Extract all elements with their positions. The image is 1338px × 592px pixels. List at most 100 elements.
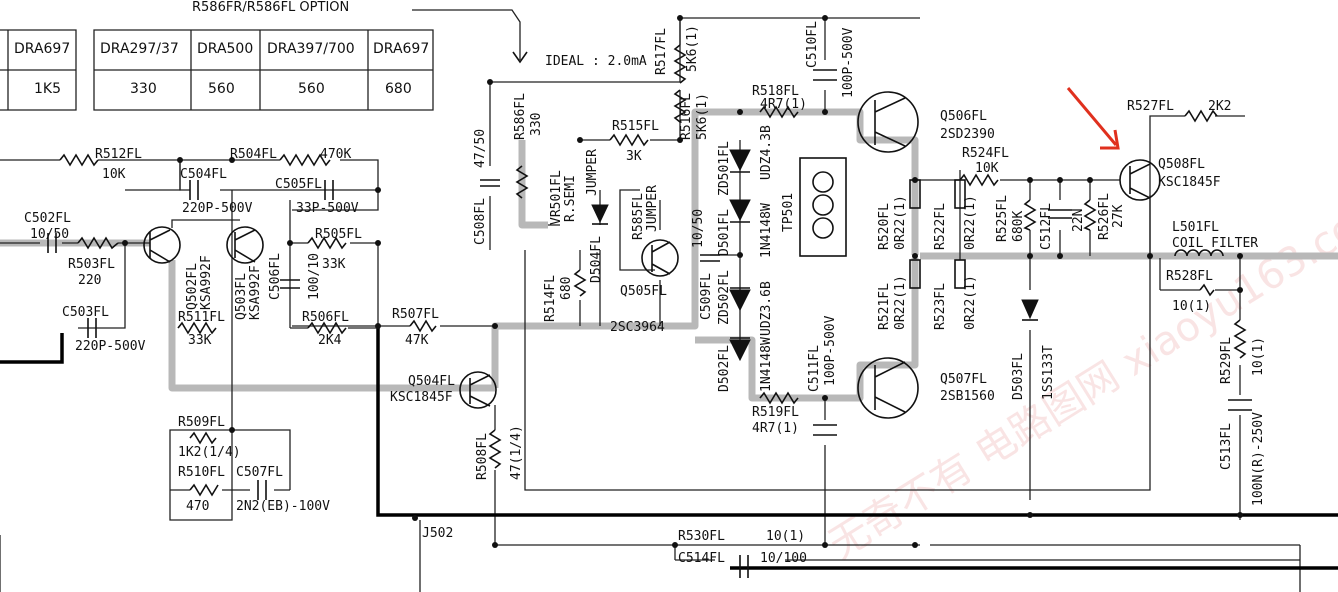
label-c513-val: 100N(R)-250V bbox=[1251, 412, 1266, 506]
label-r517-ref: R517FL bbox=[654, 28, 669, 75]
label-q506-val: 2SD2390 bbox=[940, 127, 995, 142]
label-r519-val: 4R7(1) bbox=[752, 421, 799, 436]
label-zd502-ref: ZD502FL bbox=[717, 270, 732, 325]
label-q505-val: 2SC3964 bbox=[610, 320, 665, 335]
label-r520-ref: R520FL bbox=[877, 203, 892, 250]
table-right-header-2: DRA500 bbox=[197, 41, 253, 57]
label-r504-ref: R504FL bbox=[230, 147, 277, 162]
label-c503-val: 220P-500V bbox=[75, 339, 146, 354]
table-right-value-1: 330 bbox=[130, 81, 157, 97]
label-c504-val: 220P-500V bbox=[182, 201, 253, 216]
label-d503-val: 1SS133T bbox=[1041, 345, 1056, 400]
table-right-value-3: 560 bbox=[298, 81, 325, 97]
label-zd501-ref: ZD501FL bbox=[717, 141, 732, 196]
label-r509-val: 1K2(1/4) bbox=[178, 445, 241, 460]
label-r586-val: 330 bbox=[529, 113, 544, 136]
label-c513-ref: C513FL bbox=[1219, 423, 1234, 470]
table-right-header-4: DRA697 bbox=[373, 41, 429, 57]
junctions bbox=[122, 15, 1243, 548]
table-right-value-4: 680 bbox=[385, 81, 412, 97]
label-r523-val: 0R22(1) bbox=[963, 275, 978, 330]
label-r503-ref: R503FL bbox=[68, 257, 115, 272]
label-r526-ref: R526FL bbox=[1097, 193, 1112, 240]
label-r529-val: 10(1) bbox=[1251, 337, 1266, 376]
label-d502-ref: D502FL bbox=[717, 345, 732, 392]
table-right-value-2: 560 bbox=[208, 81, 235, 97]
label-r522-val: 0R22(1) bbox=[963, 195, 978, 250]
label-r527-val: 2K2 bbox=[1208, 99, 1231, 114]
label-r512-ref: R512FL bbox=[95, 147, 142, 162]
label-q507-val: 2SB1560 bbox=[940, 389, 995, 404]
label-vr501-ref: VR501FL bbox=[549, 170, 564, 225]
label-q508-val: KSC1845F bbox=[1158, 175, 1221, 190]
label-r504-val: 470K bbox=[320, 147, 351, 162]
label-c514-ref: C514FL bbox=[678, 551, 725, 566]
label-q504-ref: Q504FL bbox=[408, 374, 455, 389]
label-r520-val: 0R22(1) bbox=[893, 195, 908, 250]
label-d501-ref: D501FL bbox=[717, 209, 732, 256]
label-r514-ref: R514FL bbox=[543, 275, 558, 322]
label-r510-val: 470 bbox=[186, 499, 209, 514]
label-d504-ref: D504FL bbox=[589, 236, 604, 283]
label-r528-val: 10(1) bbox=[1172, 299, 1211, 314]
label-q502-val: KSA992F bbox=[199, 255, 214, 310]
table-right-header-1: DRA297/37 bbox=[100, 41, 179, 57]
label-c510-val: 100P-500V bbox=[841, 27, 856, 98]
label-q506-ref: Q506FL bbox=[940, 109, 987, 124]
label-r506-ref: R506FL bbox=[302, 310, 349, 325]
label-c508-val: 47/50 bbox=[473, 129, 488, 168]
label-r530-ref: R530FL bbox=[678, 529, 725, 544]
label-l501-val: COIL FILTER bbox=[1172, 236, 1258, 251]
label-r517-val: 5K6(1) bbox=[685, 25, 700, 72]
label-r510-ref: R510FL bbox=[178, 465, 225, 480]
label-c510-ref: C510FL bbox=[805, 21, 820, 68]
label-r516-val: 5K6(1) bbox=[695, 93, 710, 140]
label-r515-val: 3K bbox=[626, 149, 642, 164]
label-c511-ref: C511FL bbox=[807, 345, 822, 392]
label-r508-val: 47(1/4) bbox=[509, 425, 524, 480]
label-r586-ref: R586FL bbox=[513, 93, 528, 140]
label-c507-val: 2N2(EB)-100V bbox=[236, 499, 330, 514]
label-c506-ref: C506FL bbox=[268, 253, 283, 300]
label-r511-val: 33K bbox=[188, 333, 212, 348]
label-r524-val: 10K bbox=[975, 161, 999, 176]
label-r503-val: 220 bbox=[78, 273, 101, 288]
label-r507-val: 47K bbox=[405, 333, 429, 348]
table-right-header-3: DRA397/700 bbox=[267, 41, 355, 57]
label-r505-val: 33K bbox=[322, 257, 346, 272]
label-c504-ref: C504FL bbox=[180, 167, 227, 182]
label-q502-ref: Q502FL bbox=[185, 263, 200, 310]
label-c509-val: 10/50 bbox=[691, 209, 706, 248]
label-r523-ref: R523FL bbox=[933, 283, 948, 330]
label-j502: J502 bbox=[422, 526, 453, 541]
option-table-left: DRA697 1K5 bbox=[0, 29, 77, 111]
resistors bbox=[59, 44, 1247, 497]
coil-l501 bbox=[1174, 249, 1224, 257]
label-r527-ref: R527FL bbox=[1127, 99, 1174, 114]
label-r521-val: 0R22(1) bbox=[893, 275, 908, 330]
label-c503-ref: C503FL bbox=[62, 305, 109, 320]
label-r518-val: 4R7(1) bbox=[760, 97, 807, 112]
label-c512-val: 22N bbox=[1071, 209, 1086, 232]
label-r507-ref: R507FL bbox=[392, 307, 439, 322]
label-r519-ref: R519FL bbox=[752, 405, 799, 420]
label-q503-val: KSA992F bbox=[248, 265, 263, 320]
label-l501-ref: L501FL bbox=[1172, 220, 1219, 235]
label-c505-val: 33P-500V bbox=[296, 201, 359, 216]
table-left-value: 1K5 bbox=[34, 81, 61, 97]
label-r514-val: 680 bbox=[559, 277, 574, 300]
label-r528-ref: R528FL bbox=[1166, 269, 1213, 284]
capacitors bbox=[47, 69, 1252, 578]
label-r506-val: 2K4 bbox=[318, 333, 342, 348]
red-arrow bbox=[1066, 87, 1120, 150]
wiring bbox=[0, 17, 1301, 592]
label-d503-ref: D503FL bbox=[1011, 353, 1026, 400]
label-r515-ref: R515FL bbox=[612, 119, 659, 134]
label-r518-ref: R518FL bbox=[752, 84, 799, 99]
component-labels: R512FL 10K R504FL 470K C504FL 220P-500V … bbox=[24, 21, 1266, 566]
label-r508-ref: R508FL bbox=[475, 433, 490, 480]
label-c502-ref: C502FL bbox=[24, 211, 71, 226]
label-r525-ref: R525FL bbox=[995, 195, 1010, 242]
label-r530-val: 10(1) bbox=[766, 529, 805, 544]
